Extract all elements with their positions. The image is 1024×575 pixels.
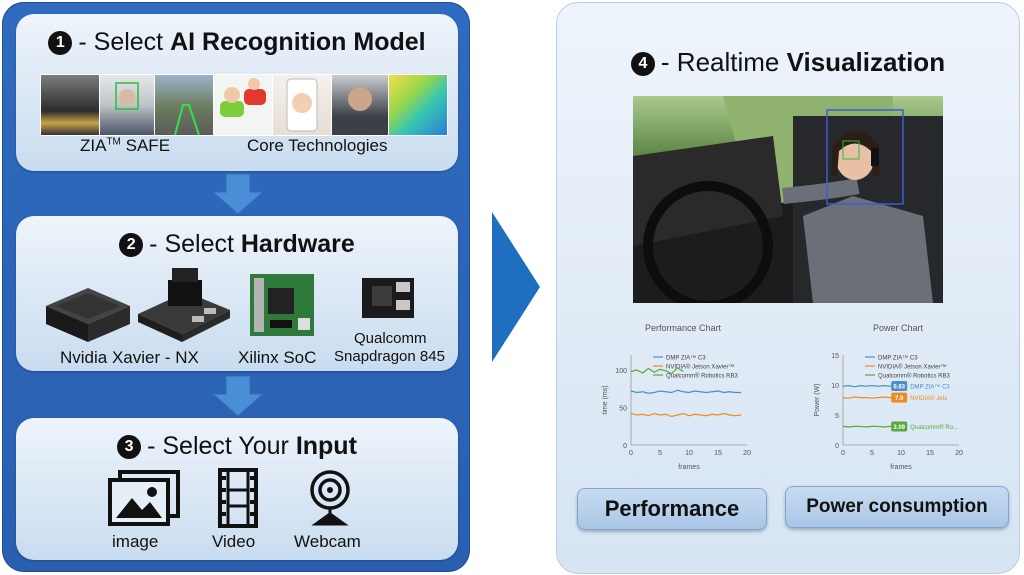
thumbnail-face-blur[interactable] — [331, 74, 389, 136]
nvidia-xavier-label: Nvidia Xavier - NX — [60, 348, 199, 368]
power-consumption-button[interactable]: Power consumption — [785, 486, 1009, 528]
performance-chart-x-tick-label: 20 — [743, 450, 751, 457]
step-1-title: 1- Select AI Recognition Model — [16, 28, 458, 57]
step-select-model: 1- Select AI Recognition Model ZIATM SAF… — [16, 14, 458, 171]
power-chart-x-tick-label: 15 — [926, 450, 934, 457]
performance-chart-x-tick-label: 10 — [685, 450, 693, 457]
step-select-input: 3- Select Your Input image Video Webcam — [16, 418, 458, 560]
performance-chart-series-line — [631, 414, 741, 417]
step-4-title: 4- Realtime Visualization — [557, 47, 1019, 78]
thumbnail-depth-map[interactable] — [388, 74, 448, 136]
power-chart-badge-series-label: DMP ZIA™ C3 — [910, 384, 950, 391]
thumbnail-road-lane[interactable] — [154, 74, 214, 136]
video-icon[interactable] — [218, 468, 258, 528]
power-chart-series-line — [843, 426, 895, 427]
step-1-number: 1 — [48, 31, 72, 55]
power-chart-series-line — [843, 386, 895, 387]
power-chart-x-tick-label: 20 — [955, 450, 963, 457]
chevron-right-icon — [492, 212, 540, 362]
performance-chart-y-axis-label: time (ms) — [602, 385, 609, 414]
thumbnail-cartoon-cars[interactable] — [213, 74, 273, 136]
power-chart-series-line — [843, 397, 895, 398]
power-chart-x-tick-label: 10 — [897, 450, 905, 457]
webcam-icon[interactable] — [310, 468, 350, 528]
performance-chart-legend-entry: DMP ZIA™ C3 — [666, 355, 706, 362]
step-2-title: 2- Select Hardware — [16, 230, 458, 259]
driver-camera-view — [633, 96, 943, 303]
thumbnail-baby-phone[interactable] — [272, 74, 332, 136]
step-4-number: 4 — [631, 52, 655, 76]
power-chart-x-axis-label: frames — [890, 464, 912, 471]
zia-safe-caption: ZIATM SAFE — [80, 136, 170, 156]
xilinx-soc-label: Xilinx SoC — [238, 348, 316, 368]
power-chart-legend-entry: DMP ZIA™ C3 — [878, 355, 918, 362]
power-chart-x-tick-label: 0 — [841, 450, 845, 457]
image-label: image — [112, 532, 158, 552]
step-select-hardware: 2- Select Hardware — [16, 216, 458, 371]
step-2-number: 2 — [119, 233, 143, 257]
power-chart-legend-entry: Qualcomm® Robotics RB3 — [878, 373, 950, 380]
performance-chart: 100 50 00 5 10 15 20 time (ms) frames DMP ZIA™ C3… — [597, 341, 797, 476]
performance-chart-y-tick-label: 50 — [619, 406, 627, 413]
power-chart-legend-entry: NVIDIA® Jetson Xavier™ — [878, 364, 946, 371]
performance-chart-x-tick-label: 5 — [658, 450, 662, 457]
power-chart-x-tick-label: 5 — [870, 450, 874, 457]
power-chart-badge-series-label: Qualcomm® Ro... — [910, 424, 958, 431]
video-label: Video — [212, 532, 255, 552]
power-chart-value-label: 9.83 — [893, 385, 905, 391]
performance-chart-series-line — [631, 390, 741, 393]
xilinx-soc-board-image[interactable] — [250, 274, 314, 336]
nvidia-xavier-box-image[interactable] — [42, 266, 134, 346]
core-technologies-caption: Core Technologies — [247, 136, 388, 156]
step-3-number: 3 — [117, 435, 141, 459]
performance-button[interactable]: Performance — [577, 488, 767, 530]
power-chart-y-tick-label: 0 — [835, 443, 839, 450]
performance-chart-legend-entry: Qualcomm® Robotics RB3 — [666, 373, 738, 380]
performance-chart-x-tick-label: 0 — [629, 450, 633, 457]
step-3-title: 3- Select Your Input — [16, 432, 458, 461]
power-chart: 15 10 5 00 5 10 15 20 Power (W) frames DMP ZIA™ C3… — [809, 341, 1009, 476]
power-chart-value-label: 3.09 — [893, 425, 905, 431]
arrow-down-icon — [213, 174, 263, 214]
workflow-panel: 1- Select AI Recognition Model ZIATM SAF… — [2, 2, 470, 572]
performance-chart-x-tick-label: 15 — [714, 450, 722, 457]
performance-chart-x-axis-label: frames — [678, 464, 700, 471]
power-chart-y-tick-label: 10 — [831, 383, 839, 390]
power-chart-y-tick-label: 15 — [831, 353, 839, 360]
arrow-down-icon — [213, 376, 263, 416]
image-icon[interactable] — [108, 470, 180, 528]
power-chart-value-label: 7.9 — [895, 396, 904, 402]
webcam-label: Webcam — [294, 532, 361, 552]
power-chart-y-axis-label: Power (W) — [814, 383, 821, 416]
performance-chart-y-tick-label: 0 — [623, 443, 627, 450]
snapdragon-label: Snapdragon 845 — [334, 348, 445, 365]
power-chart-badge-series-label: NVIDIA® Jets — [910, 395, 947, 402]
thumbnail-driver-phone[interactable] — [99, 74, 155, 136]
nvidia-dev-kit-image[interactable] — [134, 262, 234, 344]
performance-chart-y-tick-label: 100 — [615, 368, 627, 375]
power-chart-title: Power Chart — [873, 323, 923, 333]
thumbnail-car-front[interactable] — [40, 74, 100, 136]
visualization-panel: 4- Realtime Visualization Performance Ch… — [556, 2, 1020, 574]
qualcomm-board-image[interactable] — [362, 274, 414, 322]
power-chart-y-tick-label: 5 — [835, 413, 839, 420]
qualcomm-label: Qualcomm — [354, 330, 427, 347]
performance-chart-title: Performance Chart — [645, 323, 721, 333]
